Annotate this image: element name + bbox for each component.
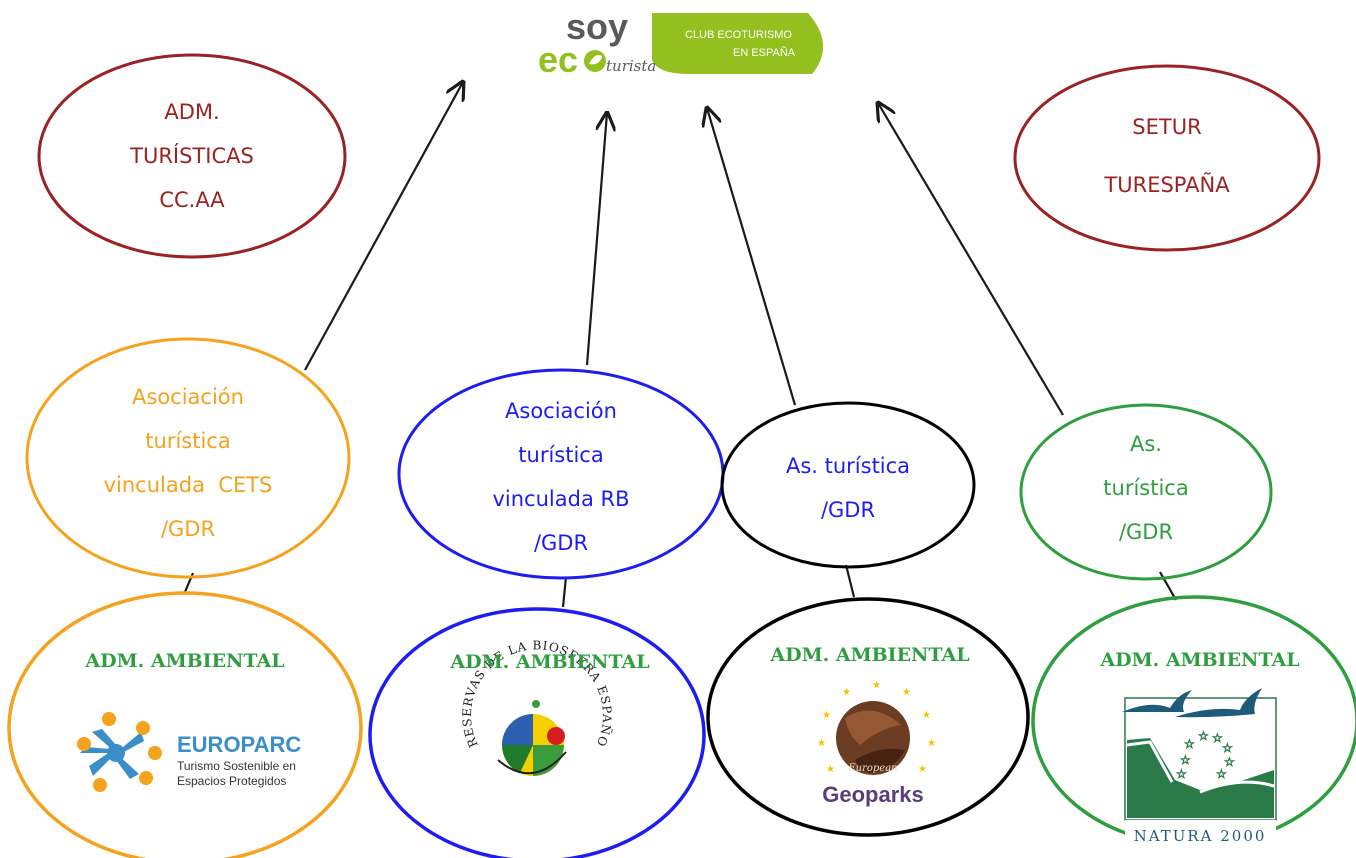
env-1-title: ADM. AMBIENTAL xyxy=(85,650,285,672)
svg-text:☆: ☆ xyxy=(1212,731,1223,745)
association-cets-text: Asociación turística vinculada CETS /GDR xyxy=(40,368,336,558)
connector-2 xyxy=(561,576,568,608)
geoparks-name: Geoparks xyxy=(822,782,924,807)
association-4-line-2: turística xyxy=(1103,476,1189,500)
svg-text:☆: ☆ xyxy=(1184,737,1195,751)
biosfera-globe-icon xyxy=(497,700,567,776)
europarc-name: EUROPARC xyxy=(177,732,301,757)
node-association-cets xyxy=(25,337,351,579)
association-rb-text: Asociación turística vinculada RB /GDR xyxy=(420,388,702,566)
svg-text:★: ★ xyxy=(817,738,826,749)
setur-line-1: SETUR xyxy=(1132,115,1202,139)
node-env-1 xyxy=(7,591,363,858)
svg-text:☆: ☆ xyxy=(1216,767,1227,781)
geoparks-small-label: European xyxy=(847,763,897,774)
node-association-4 xyxy=(1019,403,1273,581)
svg-text:★: ★ xyxy=(842,687,851,698)
setur-line-2: TURESPAÑA xyxy=(1104,173,1230,197)
svg-text:☆: ☆ xyxy=(1198,729,1209,743)
association-4-text: As. turística /GDR xyxy=(1040,418,1252,558)
arrow-association-4-to-logo xyxy=(878,103,1064,416)
svg-text:★: ★ xyxy=(902,687,911,698)
logo-banner-line1: CLUB ECOTURISMO xyxy=(685,29,792,41)
node-env-3 xyxy=(706,597,1030,837)
association-rb-line-2: turística xyxy=(518,443,604,467)
logo-word-turista: turista xyxy=(606,57,656,75)
node-env-2 xyxy=(368,607,706,858)
soy-ecoturista-logo: soy ec turista CLUB ECOTURISMO EN ESPAÑA xyxy=(538,6,824,80)
association-4-line-3: /GDR xyxy=(1118,520,1174,544)
svg-text:★: ★ xyxy=(822,710,831,721)
svg-text:★: ★ xyxy=(872,680,881,691)
association-rb-line-1: Asociación xyxy=(505,399,617,423)
arrow-association-1-to-logo xyxy=(304,82,463,371)
association-cets-line-4: /GDR xyxy=(160,517,216,541)
svg-text:☆: ☆ xyxy=(1222,741,1233,755)
env-3-title: ADM. AMBIENTAL xyxy=(770,644,970,666)
svg-text:★: ★ xyxy=(927,738,936,749)
natura-stars-icon: ☆☆☆ ☆☆☆ ☆☆ xyxy=(1176,729,1236,782)
svg-text:★: ★ xyxy=(918,764,927,775)
association-3-line-2: /GDR xyxy=(820,498,876,522)
natura-name: NATURA 2000 xyxy=(1134,827,1267,845)
svg-text:☆: ☆ xyxy=(1176,767,1187,781)
env-4-title: ADM. AMBIENTAL xyxy=(1100,649,1300,671)
node-setur xyxy=(1013,64,1321,252)
adm-turisticas-line-1: ADM. xyxy=(164,100,220,124)
association-3-line-1: As. turística xyxy=(785,454,911,478)
node-adm-turisticas xyxy=(37,53,347,259)
association-cets-line-3: vinculada CETS xyxy=(103,473,273,497)
natura-landscape xyxy=(1127,738,1274,818)
europarc-star-icon xyxy=(77,712,162,792)
arrow-association-2-to-logo xyxy=(585,113,607,366)
adm-turisticas-text: ADM. TURÍSTICAS CC.AA xyxy=(60,86,324,226)
svg-text:☆: ☆ xyxy=(1180,753,1191,767)
association-rb-line-4: /GDR xyxy=(533,531,589,555)
geoparks-stars-icon: ★ ★ ★ ★ ★ ★ ★ ★ ★ xyxy=(817,680,936,775)
european-geoparks-logo: ★ ★ ★ ★ ★ ★ ★ ★ ★ European Geoparks xyxy=(817,680,936,807)
logo-word-eco-prefix: ec xyxy=(538,39,578,80)
env-2-title: ADM. AMBIENTAL xyxy=(450,651,650,673)
adm-turisticas-line-3: CC.AA xyxy=(159,188,225,212)
europarc-subtitle-1: Turismo Sostenible en xyxy=(177,759,296,773)
logo-banner-line2: EN ESPAÑA xyxy=(733,46,796,59)
association-rb-line-3: vinculada RB xyxy=(492,487,630,511)
logo-green-banner xyxy=(652,13,824,74)
association-cets-line-1: Asociación xyxy=(132,385,244,409)
natura-2000-logo: ☆☆☆ ☆☆☆ ☆☆ NATURA 2000 xyxy=(1122,688,1277,848)
connector-4 xyxy=(1159,571,1177,601)
europarc-logo: EUROPARC Turismo Sostenible en Espacios … xyxy=(77,712,301,792)
natura-birds-icon xyxy=(1122,688,1262,718)
association-4-line-1: As. xyxy=(1130,432,1162,456)
node-association-3 xyxy=(720,401,976,569)
logo-word-soy: soy xyxy=(566,6,628,47)
association-3-text: As. turística /GDR xyxy=(740,442,956,534)
svg-text:★: ★ xyxy=(826,764,835,775)
leaf-o-icon xyxy=(584,50,606,72)
europarc-subtitle-2: Espacios Protegidos xyxy=(177,774,286,788)
arrow-association-3-to-logo xyxy=(707,108,797,406)
svg-text:★: ★ xyxy=(922,710,931,721)
connector-3 xyxy=(844,564,856,598)
svg-text:☆: ☆ xyxy=(1224,755,1235,769)
setur-text: SETUR TURESPAÑA xyxy=(1036,94,1298,218)
association-cets-line-2: turística xyxy=(145,429,231,453)
adm-turisticas-line-2: TURÍSTICAS xyxy=(130,144,254,168)
